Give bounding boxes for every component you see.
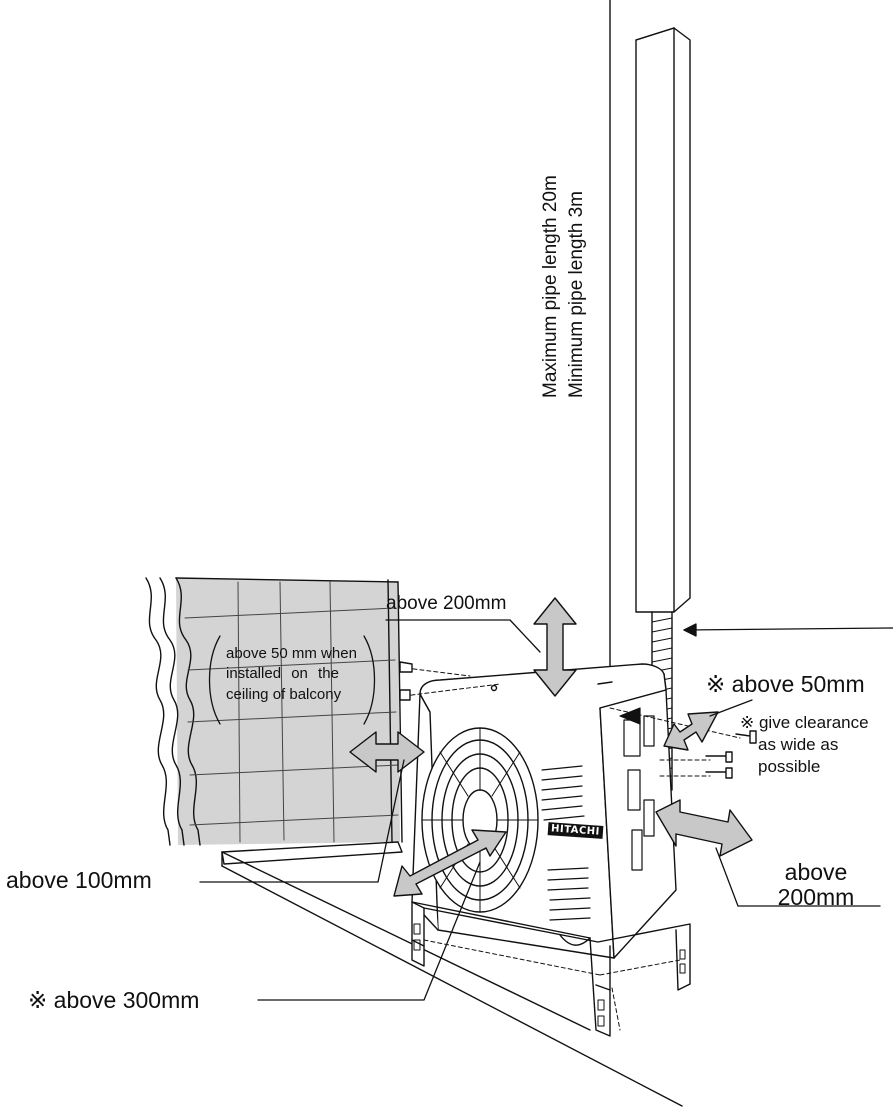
above-200mm-right-label: above 200mm	[760, 859, 872, 911]
clearance-note-line-2: as wide as	[758, 735, 839, 755]
unit-stand	[411, 901, 691, 1037]
arrow-front-clearance	[393, 829, 507, 897]
arrow-left-clearance	[349, 731, 425, 773]
above-200mm-right-line-1: above	[784, 859, 848, 885]
above-300mm-label: ※ above 300mm	[28, 987, 200, 1013]
max-pipe-length-label: Maximum pipe length 20m	[540, 175, 561, 398]
above-200mm-right-line-2: 200mm	[777, 884, 855, 911]
clearance-note-line-1: ※ give clearance	[740, 713, 869, 732]
balcony-note-line-2: installed on the	[226, 665, 339, 683]
balcony-note-line-1: above 50 mm when	[226, 645, 357, 662]
arrow-right-upper-clearance	[663, 711, 719, 751]
arrow-top-clearance	[533, 597, 577, 697]
balcony-note: above 50 mm when installed on the ceilin…	[226, 644, 366, 705]
above-100mm-label: above 100mm	[6, 867, 152, 893]
arrow-right-lower-clearance	[655, 799, 753, 857]
above-50mm-label: ※ above 50mm	[706, 671, 865, 697]
clearance-note-line-3: possible	[758, 757, 821, 777]
floor-slab	[221, 841, 683, 1107]
pipe-duct	[609, 0, 691, 791]
balcony-note-line-3: ceiling of balcony	[226, 685, 342, 703]
mount-screws	[399, 661, 757, 779]
clearance-note: ※ give clearance as wide as possible	[740, 712, 893, 778]
wall	[145, 577, 403, 846]
leader-lines	[199, 619, 893, 1001]
min-pipe-length-label: Minimum pipe length 3m	[566, 191, 587, 398]
above-200mm-top-label: above 200mm	[386, 593, 507, 614]
